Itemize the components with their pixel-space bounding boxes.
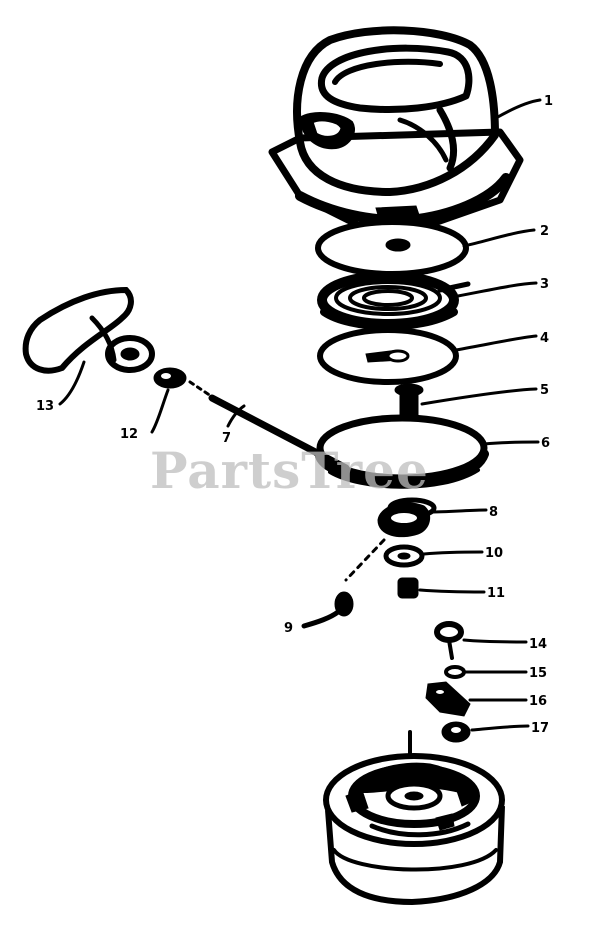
part-number-9: 9	[284, 621, 293, 636]
washer-part-2	[315, 219, 469, 277]
part-number-11: 11	[487, 586, 505, 601]
pawl-part-16	[425, 681, 471, 717]
part-number-10: 10	[485, 546, 503, 561]
washer-part-15	[444, 665, 466, 679]
pulley-part-6	[315, 414, 489, 489]
part-number-1: 1	[544, 94, 553, 109]
plate-part-4	[317, 327, 459, 385]
partstree-watermark: PartsTree	[150, 441, 429, 500]
part-number-12: 12	[120, 427, 138, 442]
part-number-8: 8	[489, 505, 498, 520]
part-number-14: 14	[529, 637, 547, 652]
part-number-2: 2	[540, 224, 549, 239]
rope-insert-part-12	[150, 367, 216, 434]
part-number-13: 13	[36, 399, 54, 414]
part-number-15: 15	[529, 666, 547, 681]
part-number-5: 5	[540, 383, 549, 398]
part-number-7: 7	[222, 431, 231, 446]
part-number-6: 6	[541, 436, 550, 451]
part-number-17: 17	[531, 721, 549, 736]
recoil-rope	[208, 394, 350, 472]
washer-part-10	[383, 544, 425, 568]
starter-housing	[268, 26, 524, 232]
screw-part-14	[434, 621, 464, 660]
recoil-spring	[317, 271, 471, 331]
part-number-4: 4	[540, 331, 549, 346]
part-number-3: 3	[540, 277, 549, 292]
screw-part-11	[397, 577, 419, 599]
starter-handle	[22, 286, 155, 406]
spring-part-17	[441, 721, 471, 743]
pawl-cam-part-8	[377, 497, 437, 538]
screw-part-9	[301, 538, 386, 629]
part-number-16: 16	[529, 694, 547, 709]
starter-drive-cup	[323, 730, 505, 906]
